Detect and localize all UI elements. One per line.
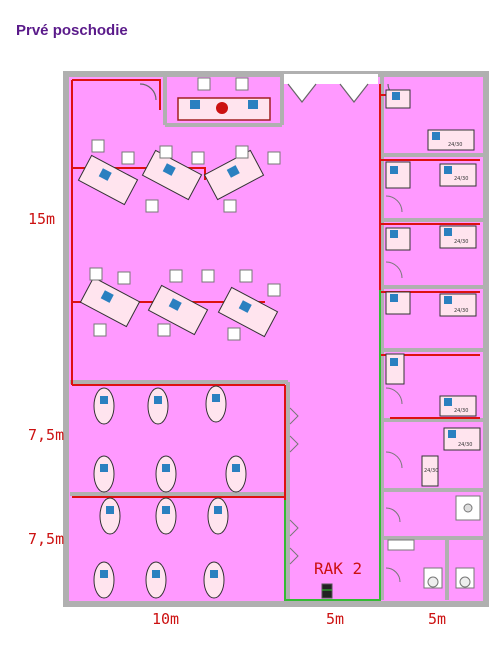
lower-room-workstations	[93, 385, 247, 599]
dimension-left-top: 15m	[28, 210, 55, 228]
desk-label: 24/30	[424, 468, 438, 474]
desk-label: 24/30	[454, 408, 468, 414]
desk-label: 24/30	[454, 239, 468, 245]
corridor-opening	[282, 74, 378, 84]
reception-desk	[177, 97, 271, 121]
desk-label: 24/30	[454, 308, 468, 314]
network-cabling-red	[71, 79, 480, 598]
rack-cabinet	[321, 583, 333, 599]
desk-label: 24/30	[458, 442, 472, 448]
dimension-left-bottom: 7,5m	[28, 530, 64, 548]
network-cabling-green	[284, 290, 381, 601]
dimension-bottom-right: 5m	[428, 610, 446, 628]
office-chairs	[89, 77, 281, 341]
desk-label: 24/30	[454, 176, 468, 182]
outer-wall	[63, 71, 489, 607]
right-offices-desks: 24/30 24/30 24/30 24/30 24/30 24/30 24/3…	[385, 89, 481, 487]
dimension-bottom-middle: 5m	[326, 610, 344, 628]
dimension-bottom-left: 10m	[152, 610, 179, 628]
internal-walls	[70, 74, 486, 600]
desk-label: 24/30	[448, 142, 462, 148]
open-office-desks	[77, 149, 279, 338]
entrance-doors	[139, 83, 401, 103]
room-doors	[289, 195, 403, 583]
floor-title: Prvé poschodie	[16, 22, 128, 39]
bathroom-fixtures	[387, 495, 481, 589]
dimension-left-middle: 7,5m	[28, 426, 64, 444]
rack-label: RAK 2	[314, 559, 362, 578]
